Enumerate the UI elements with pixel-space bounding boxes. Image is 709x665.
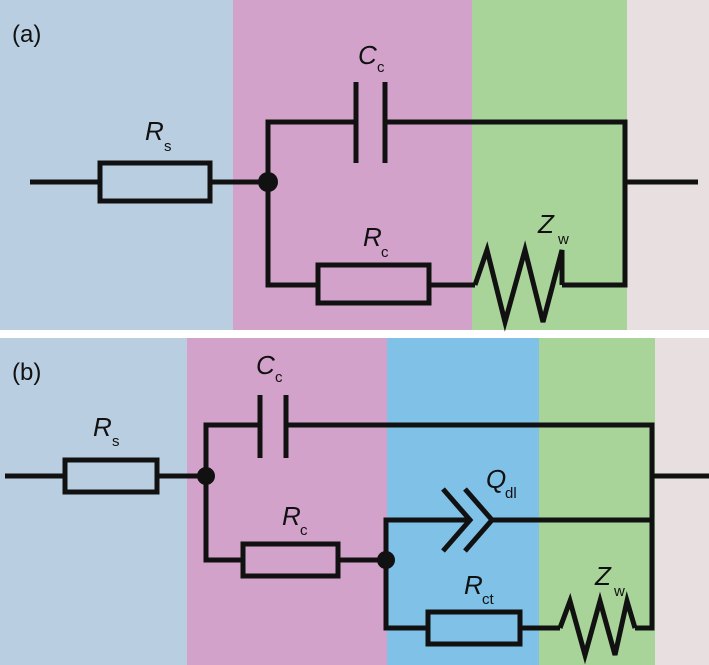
panel-b-label: (b) [12,359,41,386]
panel-b-qdl-cpe-right [463,487,496,553]
panel-b-zw-symbol: Z [594,561,612,591]
panel-a-cc-symbol: C [358,40,377,70]
panel-b-rct-symbol: R [464,570,483,600]
panel-a-rs-symbol: R [145,116,164,146]
panel-a-top-branch-wire [265,119,354,182]
panel-b-wires [5,422,709,631]
panel-b-mid-left-wire [203,476,243,563]
panel-b-zw-warburg-element [557,591,638,665]
panel-b-rs-resistor [62,457,160,495]
panel-b-rs-subscript: s [112,433,120,450]
panel-a-bottom-left-wire [265,182,318,288]
panel-a-top-right-wire [387,119,698,185]
panel-a-metal-region [627,0,709,330]
panel-a-regions [0,0,709,330]
panel-a-junction-node [258,172,278,192]
panel-b-junction-node-2 [377,551,395,569]
panel-b-circuit: (b) R s C c R c [5,350,709,665]
panel-a-zw-symbol: Z [537,209,555,239]
panel-b-rct-resistor [425,609,523,647]
panel-b-qdl-in-wire [383,517,470,560]
panel-a-rc-subscript: c [381,244,389,261]
panel-b-metal-region [655,338,709,665]
panel-b-cc-symbol: C [256,350,275,380]
panel-b-bottom-left-wire [383,560,428,631]
panel-a-cc-subscript: c [377,59,385,76]
panel-a-rc-resistor [315,262,432,306]
panel-b-qdl-cpe-left [441,487,474,553]
panel-a-rc-symbol: R [363,222,382,252]
panel-a-wires [30,119,698,288]
panel-a-coating-region [233,0,472,330]
panel-b-top-branch-wire [203,422,258,476]
panel-a-zw-to-right-wire [562,182,628,288]
panel-b-junction-node-1 [197,467,215,485]
panel-a-rs-resistor [97,160,213,204]
panel-a-circuit: (a) R s C c R c Z w [12,21,698,332]
panel-b-right-bus-wire [635,425,655,631]
panel-a-rs-subscript: s [164,138,172,155]
panel-b-qdl-subscript: dl [505,485,517,502]
panel-b-coating-region [187,338,387,665]
panel-b-rct-subscript: ct [482,591,495,608]
panel-b-rc-symbol: R [282,501,301,531]
panel-b-rc-resistor [240,541,341,579]
panel-b-rc-subscript: c [300,522,308,539]
panel-b-qdl-symbol: Q [486,464,506,494]
panel-b-solution-region [0,338,187,665]
panel-b-rs-symbol: R [93,412,112,442]
panel-a-label: (a) [12,21,41,48]
panel-b-zw-subscript: w [613,583,625,600]
panel-a-diffusion-region [472,0,627,330]
panel-a-zw-subscript: w [557,231,569,248]
panel-a-zw-warburg-element [472,240,565,332]
panel-b-cc-subscript: c [275,369,283,386]
